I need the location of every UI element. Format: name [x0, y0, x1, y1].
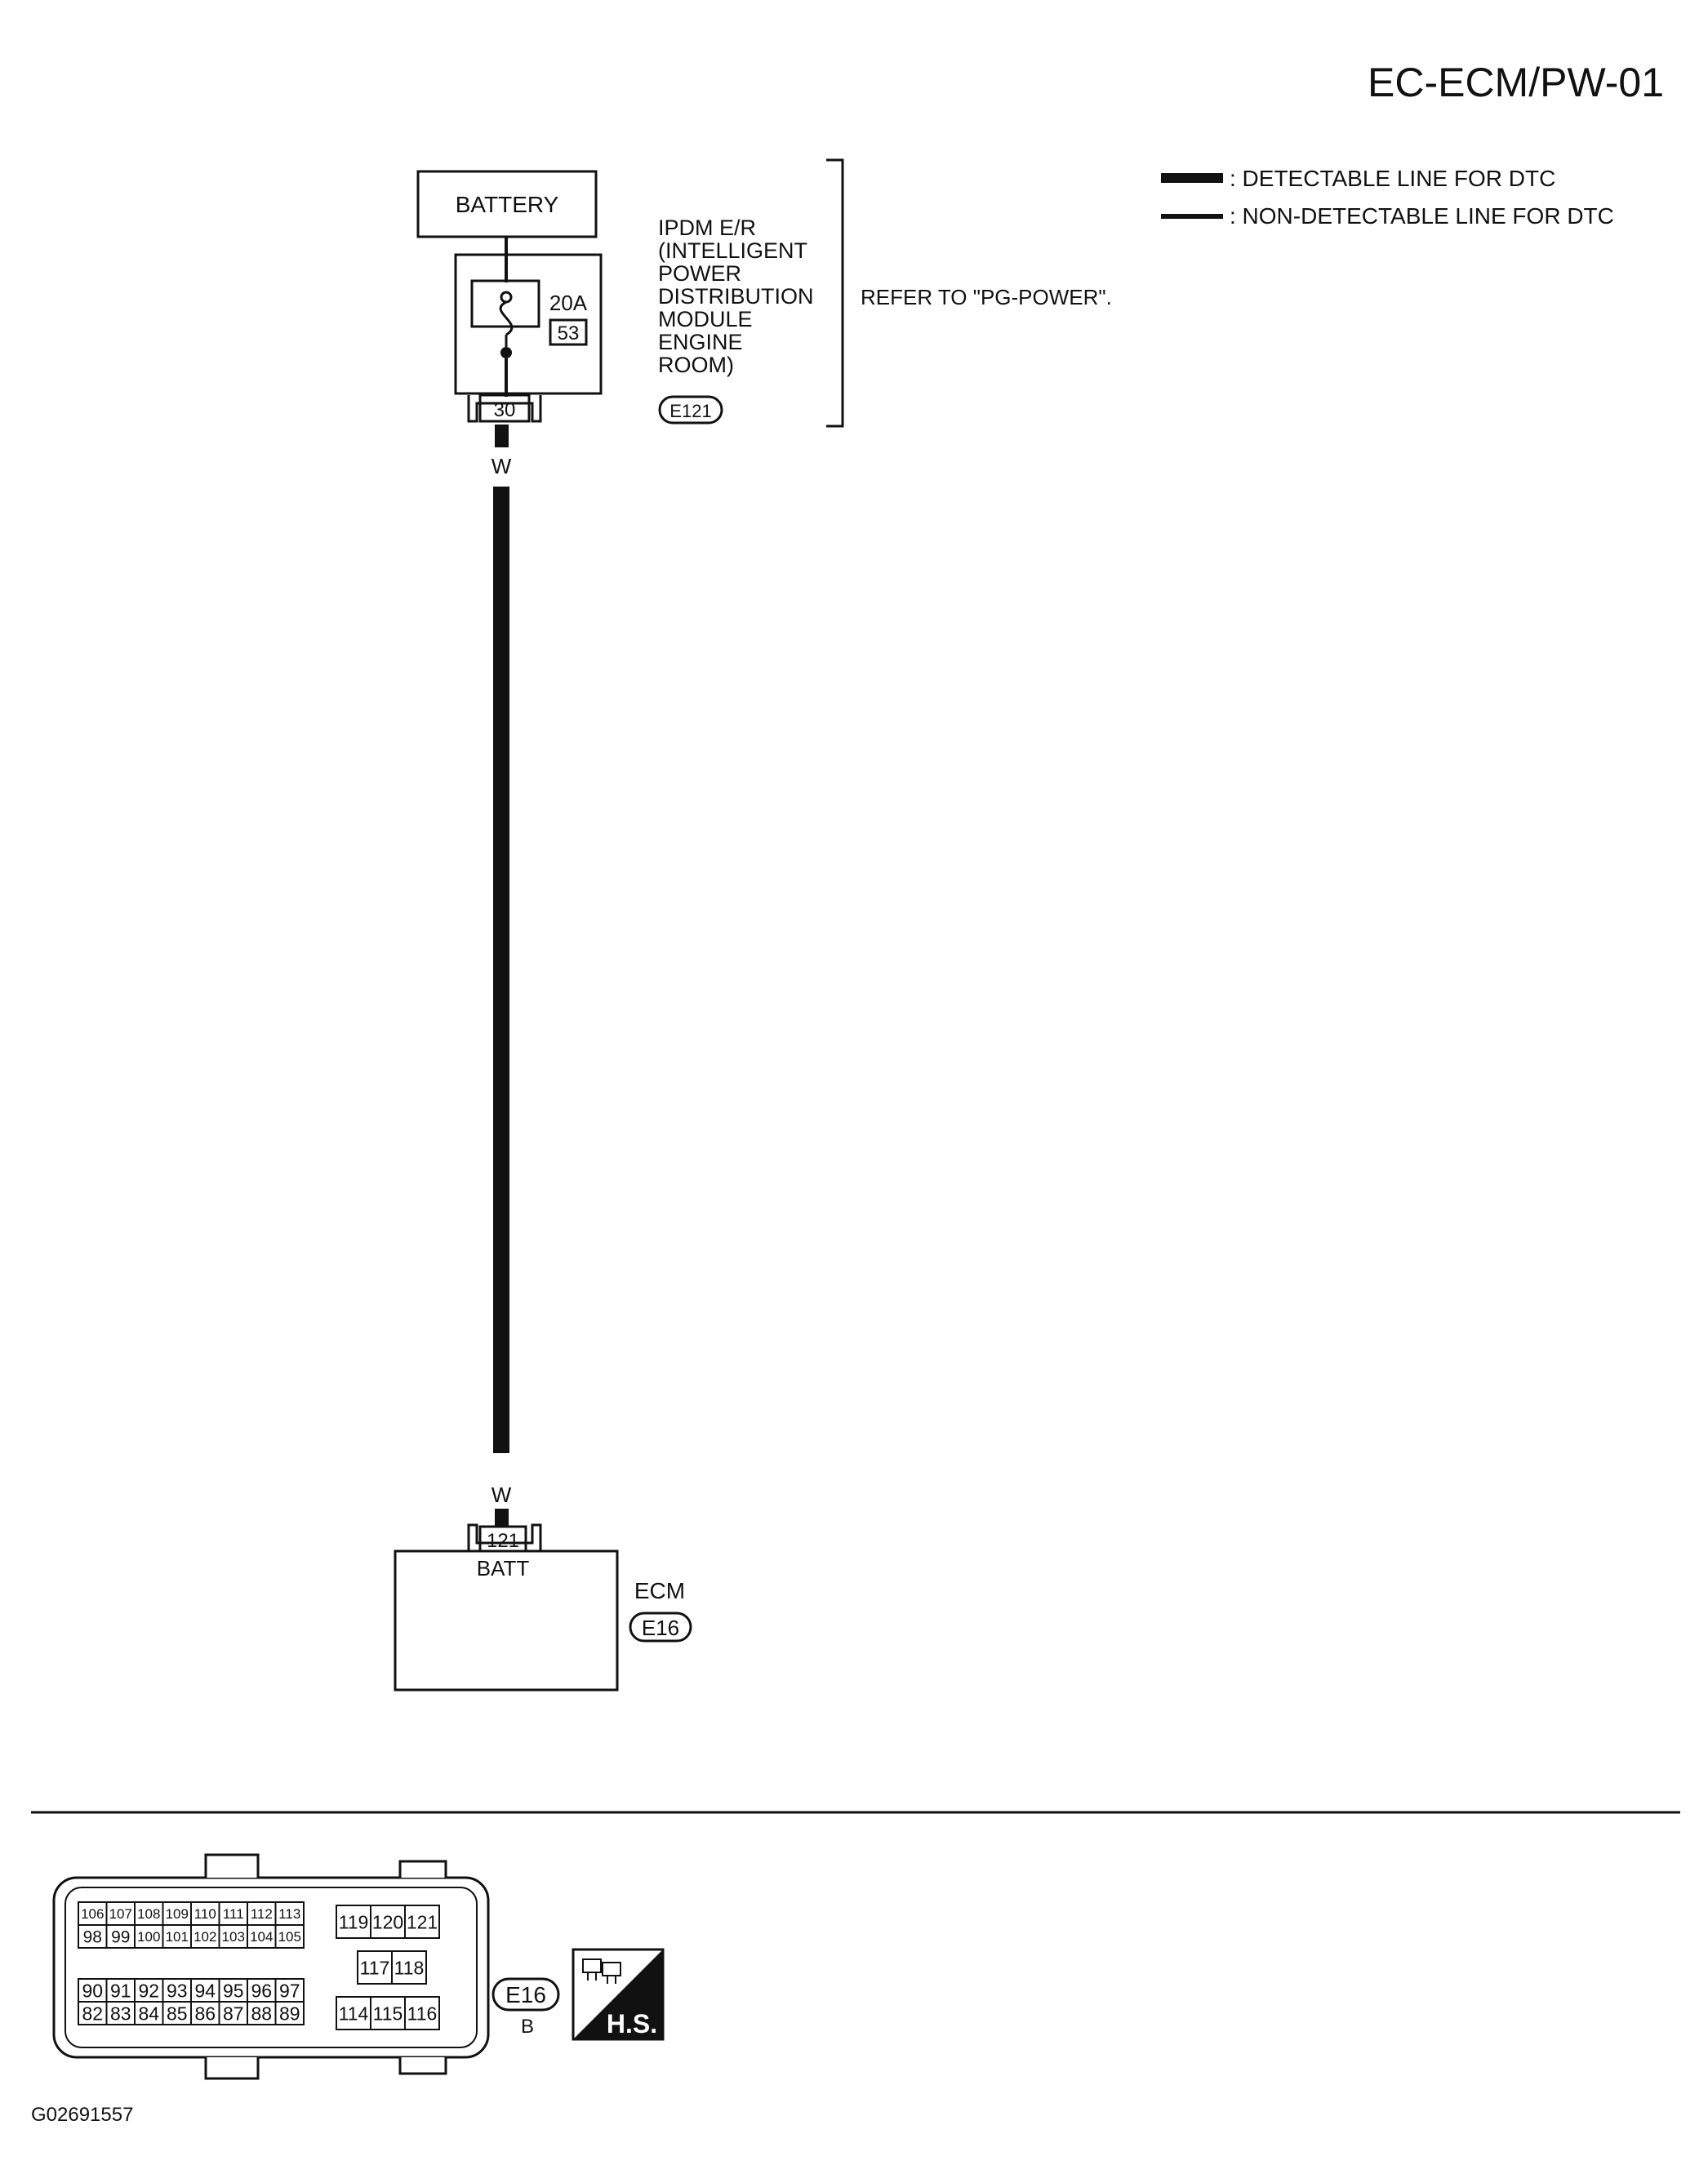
pin-121: 121 [407, 1911, 438, 1932]
fuse-rating: 20A [549, 291, 588, 315]
pin-89: 89 [279, 2003, 300, 2024]
ecm-box [394, 1549, 619, 1692]
pin-87: 87 [223, 2003, 244, 2024]
pin-100: 100 [137, 1929, 160, 1945]
ipdm-name-line-5: MODULE [658, 307, 753, 331]
page-title: EC-ECM/PW-01 [1368, 60, 1664, 105]
connector-color: B [521, 2016, 534, 2038]
ipdm-connector-badge [658, 395, 723, 425]
ipdm-name-line-4: DISTRIBUTION [658, 284, 814, 309]
pin-105-cell [274, 1924, 305, 1949]
connector-tab-top-left [204, 1853, 260, 1878]
ipdm-name-line-7: ROOM) [658, 353, 734, 377]
ipdm-box [454, 253, 603, 395]
reference-text: REFER TO "PG-POWER". [861, 285, 1112, 309]
ipdm-name-line-2: (INTELLIGENT [658, 238, 807, 263]
pin-110: 110 [194, 1906, 216, 1922]
pin-113: 113 [278, 1906, 300, 1922]
pin-116-cell [404, 1996, 440, 2030]
wire-color-top: W [491, 454, 512, 478]
ipdm-module: 20A 53 [454, 253, 603, 397]
pin-94: 94 [194, 1980, 216, 2001]
pin-109: 109 [166, 1906, 189, 1922]
legend-thick-swatch [1161, 173, 1223, 183]
pin-93: 93 [167, 1980, 188, 2001]
connector-view-badge [491, 1977, 560, 2012]
pin-84: 84 [138, 2003, 159, 2024]
pin-88: 88 [251, 2003, 272, 2024]
pin-89-cell [274, 2001, 305, 2025]
figure-code: G02691557 [31, 2104, 133, 2126]
pin-114: 114 [339, 2003, 369, 2024]
fuse-housing-lower [470, 281, 540, 328]
ecm-terminal-connector: 121 [467, 1523, 542, 1553]
ipdm-label: IPDM E/R (INTELLIGENT POWER DISTRIBUTION… [658, 216, 814, 425]
pin-105: 105 [278, 1929, 301, 1945]
legend: : DETECTABLE LINE FOR DTC : NON-DETECTAB… [1161, 166, 1614, 229]
pin-120: 120 [372, 1911, 403, 1932]
connector-tab-top-right [398, 1860, 447, 1878]
pin-91: 91 [110, 1980, 131, 2001]
legend-thin-swatch [1161, 214, 1223, 219]
pin-85: 85 [167, 2003, 188, 2024]
pin-115: 115 [373, 2003, 403, 2024]
ipdm-name-line-6: ENGINE [658, 330, 743, 354]
pin-117: 117 [360, 1957, 390, 1978]
pin-83: 83 [110, 2003, 131, 2024]
pin-90: 90 [82, 1980, 103, 2001]
fuse-number: 53 [558, 322, 580, 345]
harness-side-label: H.S. [607, 2009, 657, 2038]
pin-104: 104 [250, 1929, 273, 1945]
pin-99: 99 [111, 1928, 130, 1947]
pin-118: 118 [394, 1957, 425, 1978]
pin-101: 101 [166, 1929, 189, 1945]
pin-95: 95 [223, 1980, 244, 2001]
pin-96: 96 [251, 1980, 272, 2001]
pin-82: 82 [82, 2003, 103, 2024]
battery-block: BATTERY [416, 170, 598, 238]
wire-color-bottom: W [491, 1483, 512, 1507]
ipdm-name-line-3: POWER [658, 261, 741, 286]
connector-view-id: E16 [505, 1982, 546, 2007]
fuse-icon [499, 291, 514, 358]
pin-102: 102 [193, 1929, 216, 1945]
pin-86: 86 [194, 2003, 216, 2024]
connector-housing [52, 1876, 490, 2059]
pin-92: 92 [138, 1980, 159, 2001]
legend-non-detectable-label: : NON-DETECTABLE LINE FOR DTC [1230, 203, 1614, 229]
pin-118-cell [391, 1950, 427, 1985]
pin-107: 107 [109, 1906, 132, 1922]
reference-bracket [826, 158, 844, 428]
detectable-wire: W W [491, 425, 512, 1527]
ipdm-connector-id: E121 [669, 401, 711, 421]
ecm-connector-badge [629, 1612, 692, 1643]
ipdm-name-line-1: IPDM E/R [658, 216, 756, 240]
harness-side-badge: H.S. [572, 1948, 665, 2041]
ecm-connector-id: E16 [642, 1616, 679, 1640]
pin-103: 103 [222, 1929, 245, 1945]
ecm-terminal-label: BATT [477, 1556, 530, 1580]
ecm-name: ECM [634, 1578, 685, 1603]
legend-detectable-label: : DETECTABLE LINE FOR DTC [1230, 166, 1555, 191]
pin-111: 111 [223, 1906, 244, 1922]
ipdm-terminal-number: 30 [494, 399, 516, 421]
fuse-number-box [549, 318, 588, 346]
connector-tab-bottom-left [204, 2057, 260, 2080]
pin-119: 119 [339, 1911, 369, 1932]
battery-label: BATTERY [456, 192, 559, 217]
pin-97: 97 [279, 1980, 300, 2001]
ipdm-terminal-connector: 30 [467, 393, 542, 423]
connector-view-label: E16 B [491, 1977, 560, 2038]
connector-tab-bottom-right [398, 2057, 447, 2075]
ecm-terminal-number: 121 [487, 1530, 519, 1552]
pin-121-cell [404, 1905, 440, 1939]
pin-108: 108 [137, 1906, 160, 1922]
ecm-module: BATT ECM E16 [394, 1549, 692, 1692]
pin-98: 98 [83, 1928, 102, 1947]
pin-106: 106 [81, 1906, 104, 1922]
connector-icon [582, 1958, 621, 1984]
pin-112: 112 [251, 1906, 273, 1922]
pin-116: 116 [407, 2003, 438, 2024]
